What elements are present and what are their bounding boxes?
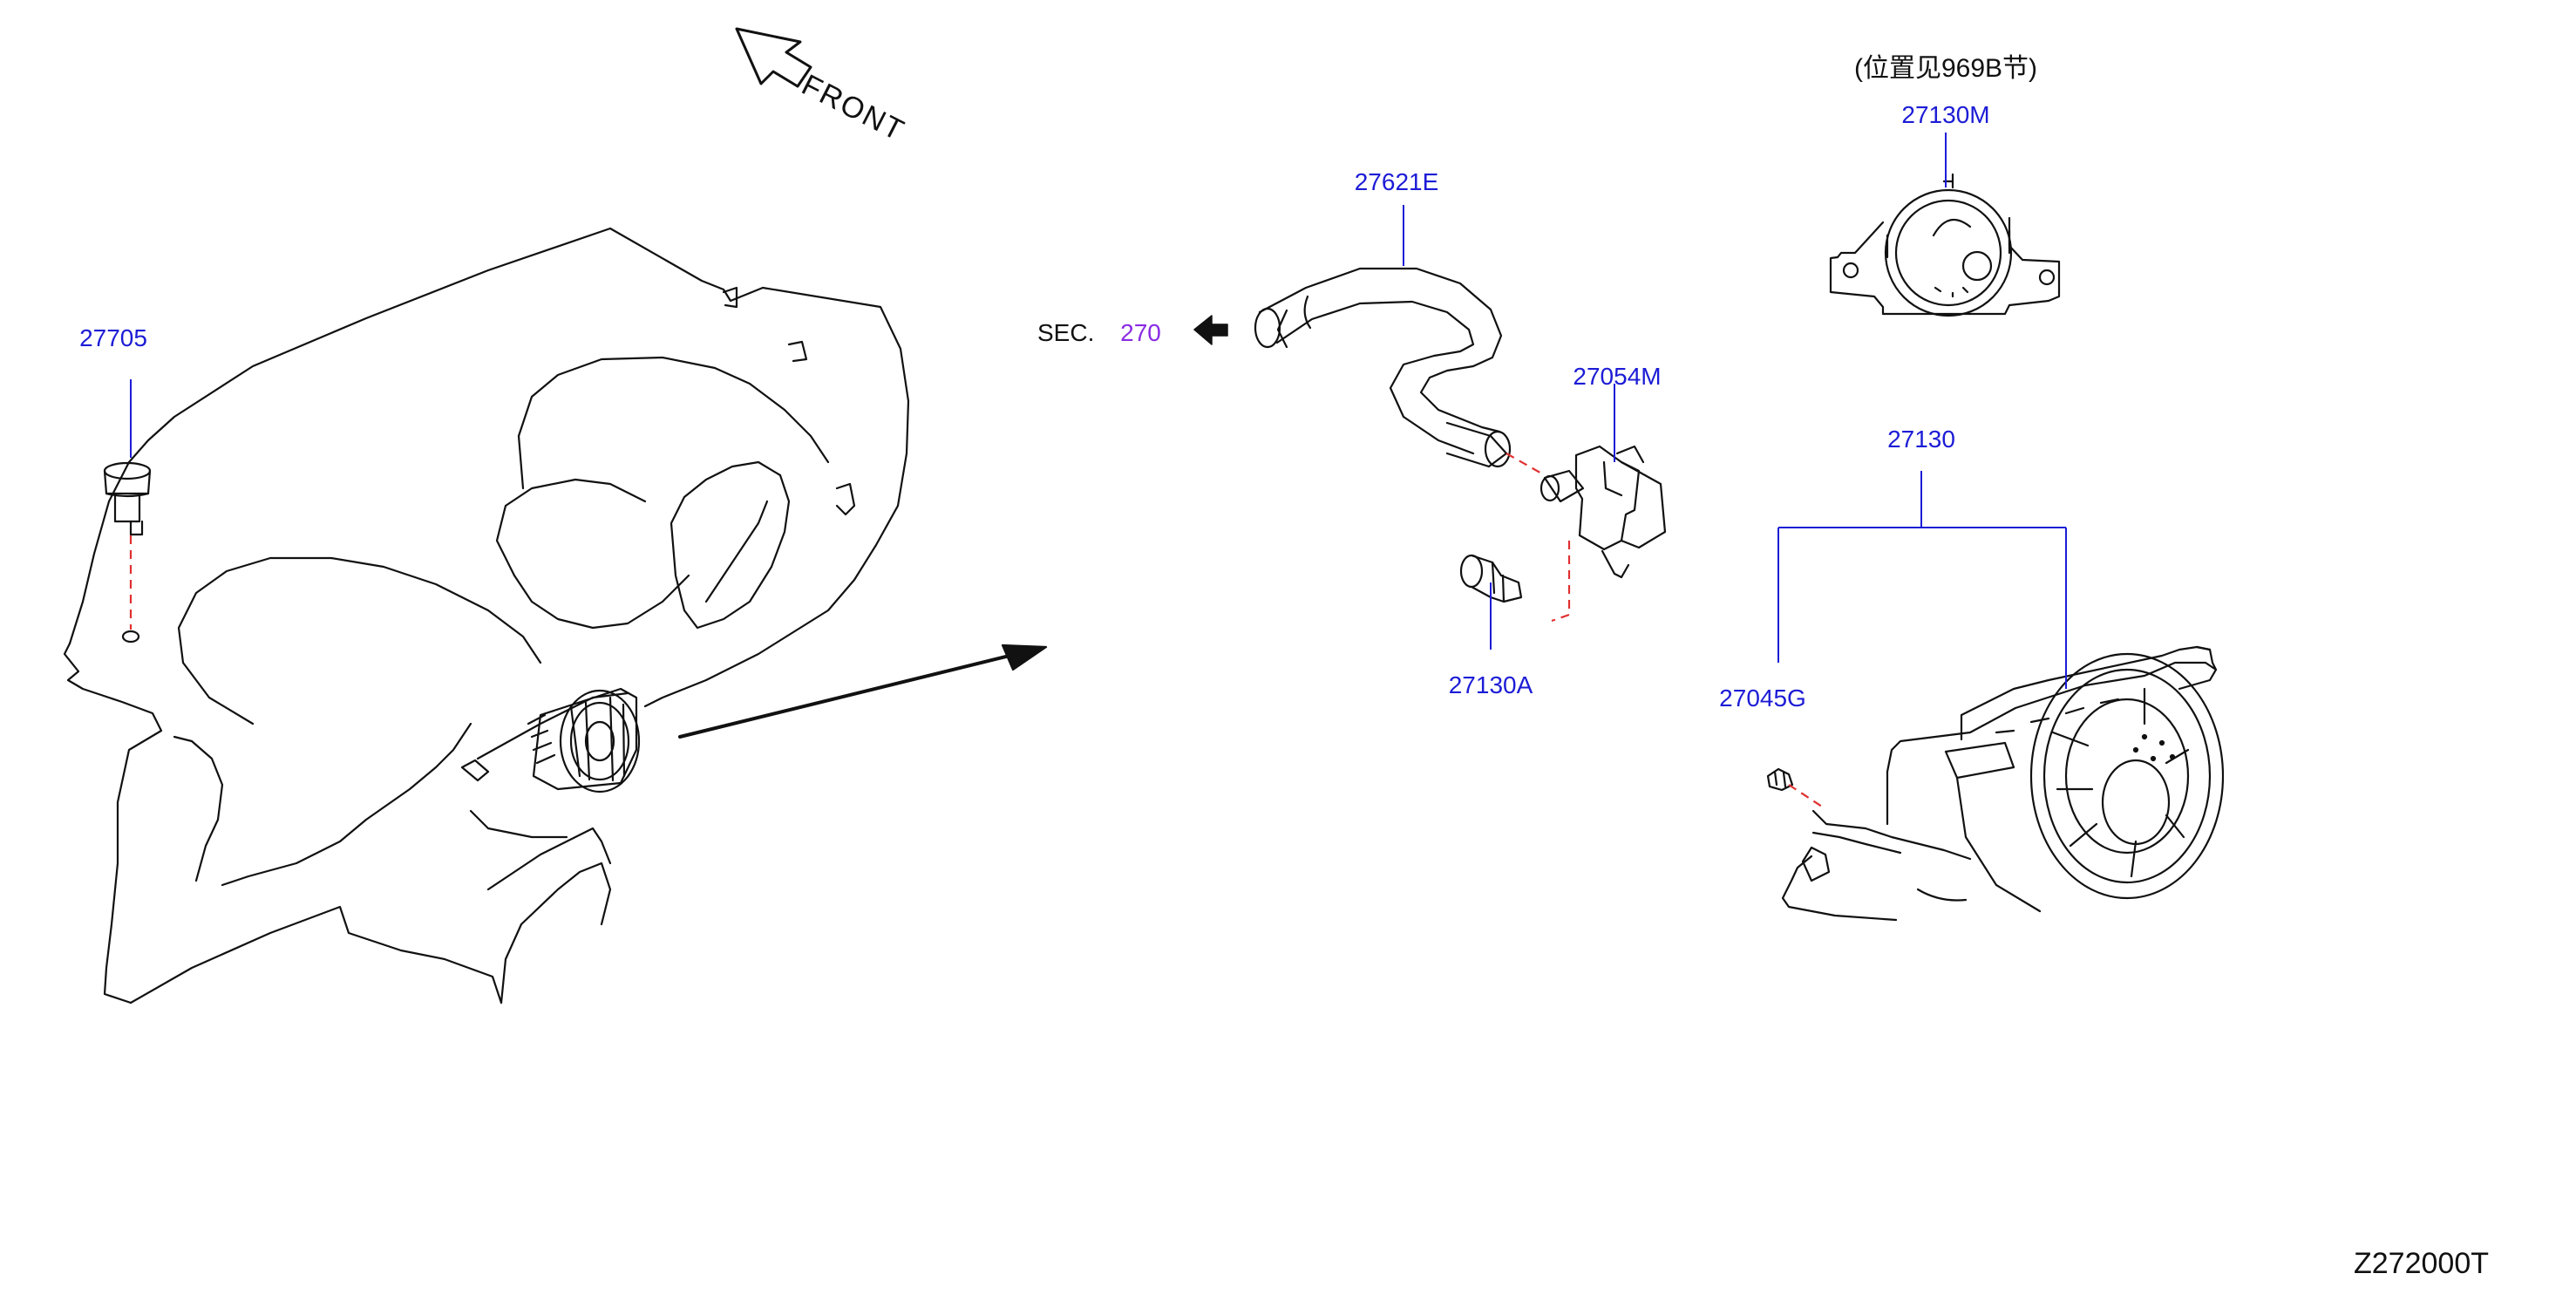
clip-27045G-icon (1766, 767, 1794, 792)
part-label-27045G[interactable]: 27045G (1719, 684, 1806, 712)
part-label-27705[interactable]: 27705 (79, 324, 147, 351)
dashboard-vent-icon (527, 687, 641, 793)
section-reference[interactable]: SEC. 270 (1037, 321, 1161, 345)
document-id: Z272000T (2354, 1247, 2489, 1280)
part-label-27130A[interactable]: 27130A (1448, 671, 1533, 698)
location-note: (位置见969B节) (1853, 54, 2038, 83)
hose-27621E-icon (1254, 267, 1512, 468)
part-label-27621E[interactable]: 27621E (1354, 168, 1439, 195)
dashboard-illustration (63, 227, 910, 1005)
plug-27705-icon (103, 461, 152, 644)
section-number-link[interactable]: 270 (1120, 319, 1161, 346)
section-prefix: SEC. (1037, 319, 1095, 346)
dash-lines (129, 453, 1823, 807)
leader-lines (130, 133, 2067, 689)
vent-assembly-27130-icon (1781, 645, 2225, 922)
clip-27130A-icon (1459, 554, 1523, 603)
front-arrow-icon (735, 27, 812, 88)
pointer-arrow-icon (678, 644, 1048, 739)
part-label-27130M[interactable]: 27130M (1901, 101, 1990, 128)
part-label-27054M[interactable]: 27054M (1573, 363, 1662, 390)
knob-27130M-icon (1829, 173, 2061, 317)
valve-27054M-icon (1539, 445, 1667, 579)
part-label-27130[interactable]: 27130 (1887, 426, 1955, 453)
sec-arrow-icon (1193, 315, 1228, 345)
